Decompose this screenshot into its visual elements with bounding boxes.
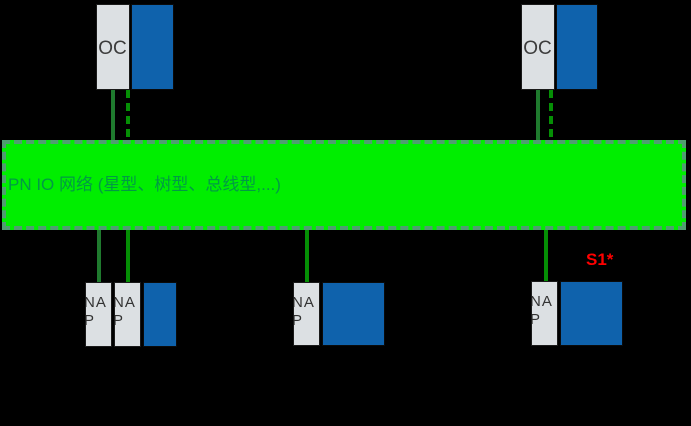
device-right-connector: [544, 230, 548, 281]
device-right-blue-module: [560, 281, 623, 346]
ioc-left-blue-module: [131, 4, 174, 90]
ioc-left-connector-solid: [111, 90, 115, 143]
ioc-right-label: IOC: [521, 38, 552, 59]
device-left-connector-2: [126, 230, 130, 282]
ioc-left-connector-dashed: [126, 90, 130, 143]
ioc-right-module: IOC: [521, 4, 555, 90]
ioc-right-blue-module: [556, 4, 598, 90]
s1-annotation: S1*: [586, 250, 614, 269]
device-middle-blue-module: [322, 282, 385, 346]
device-left-nap-2: NAP: [114, 282, 141, 347]
ioc-left-module: IOC: [96, 4, 130, 90]
device-right-nap: NAP: [531, 281, 558, 346]
ioc-left-label: IOC: [96, 38, 127, 59]
device-middle-connector: [305, 230, 309, 282]
device-middle-nap: NAP: [293, 282, 320, 346]
device-left-connector-1: [97, 230, 101, 282]
device-left-nap-1-label: NAP: [85, 294, 107, 329]
pn-io-network-label: PN IO 网络 (星型、树型、总线型,...): [8, 175, 281, 194]
pn-io-network-band: PN IO 网络 (星型、树型、总线型,...): [2, 140, 686, 230]
ioc-right-connector-dashed: [549, 90, 553, 143]
device-left-blue-module: [143, 282, 177, 347]
device-left-nap-1: NAP: [85, 282, 112, 347]
device-left-nap-2-label: NAP: [114, 294, 136, 329]
device-right-nap-label: NAP: [531, 293, 553, 328]
device-middle-nap-label: NAP: [293, 294, 315, 329]
ioc-right-connector-solid: [536, 90, 540, 143]
